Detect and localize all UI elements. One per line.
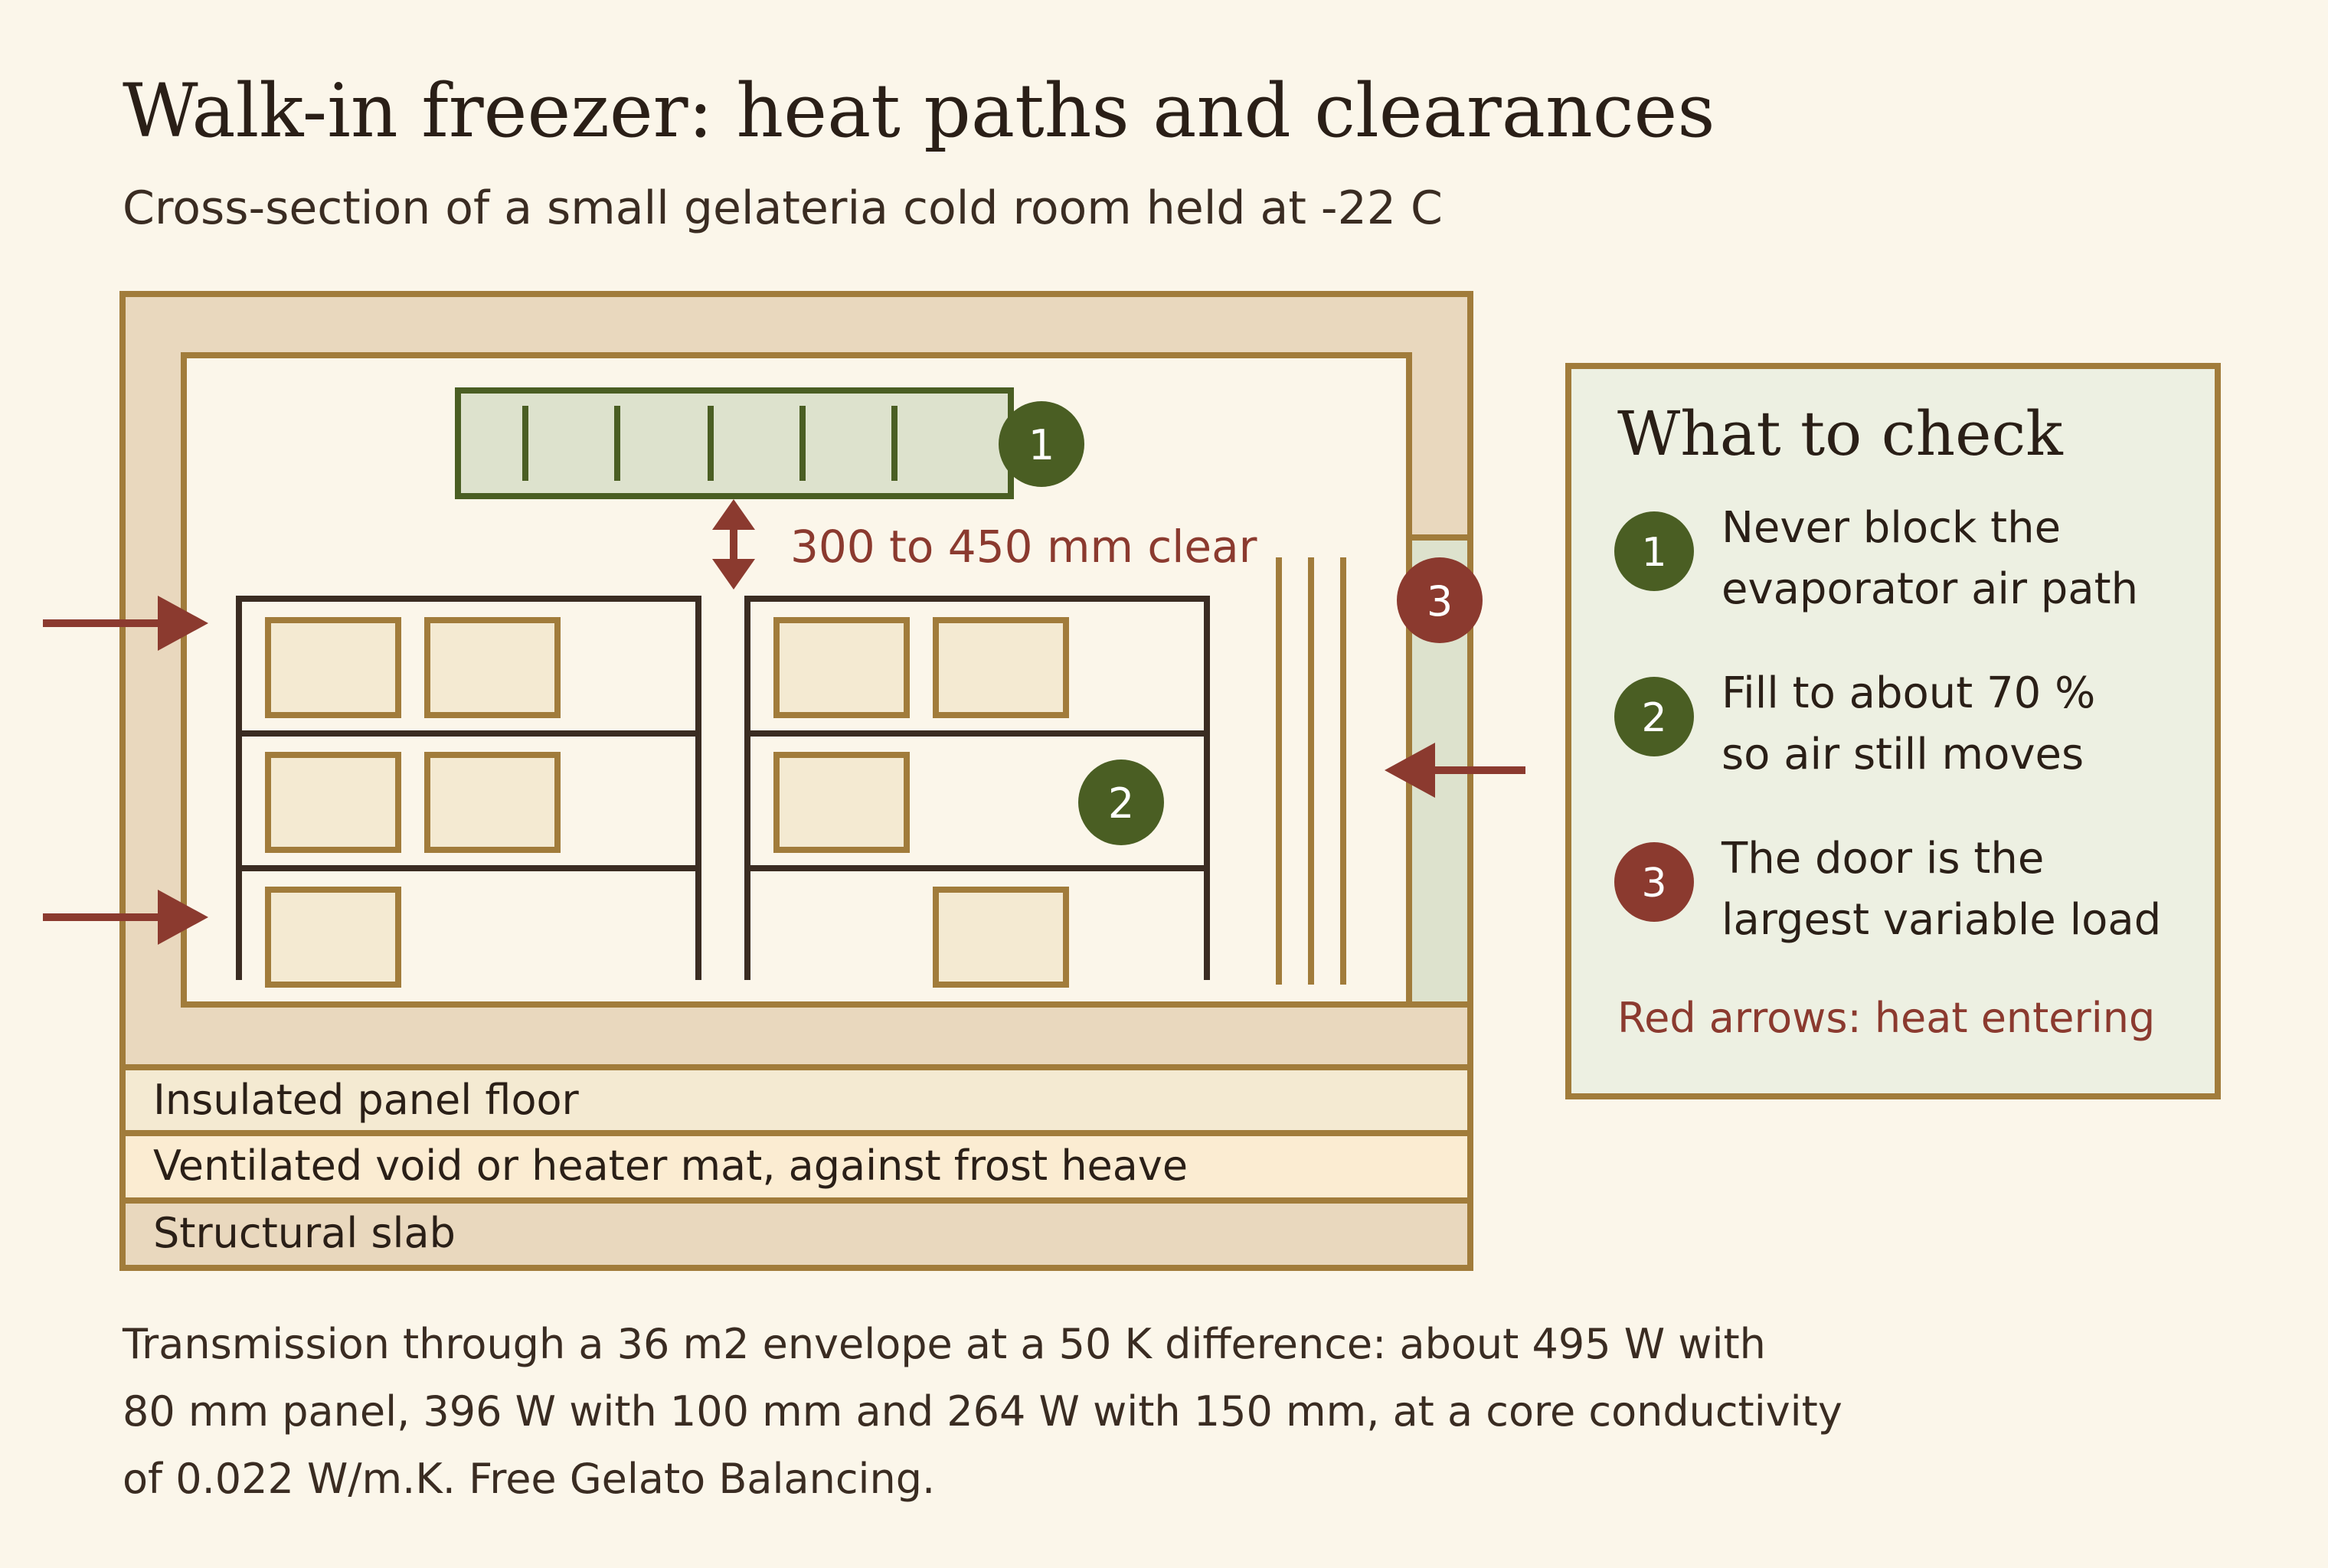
stock-box [933,887,1069,988]
legend-marker-3 [1614,842,1694,922]
clearance-label: 300 to 450 mm clear [790,521,1257,573]
marker-1-badge [999,401,1084,487]
legend-panel [1565,363,2221,1099]
shelving-unit-left [236,596,701,980]
marker-3-number: 3 [1427,577,1453,626]
stock-boxes-left [265,617,561,988]
evaporator-unit [455,387,1014,499]
marker-2-badge [1078,760,1164,845]
legend-marker-2-number: 2 [1641,695,1666,741]
stock-box [424,617,561,718]
marker-1-number: 1 [1028,421,1054,469]
floor-layer-label: Insulated panel floor [153,1076,580,1124]
legend-item-text: largest variable load [1721,895,2161,945]
page-title: Walk-in freezer: heat paths and clearanc… [123,68,1715,154]
legend-item-text: The door is the [1721,834,2044,884]
floor-layer-structural-slab [119,1197,1473,1271]
legend-item-text: evaporator air path [1721,564,2138,614]
legend-marker-3-number: 3 [1641,861,1666,906]
legend-marker-1-number: 1 [1641,530,1666,576]
page-subtitle: Cross-section of a small gelateria cold … [123,181,1443,235]
shelving-unit-right [744,596,1210,980]
door-strip-curtain [1276,557,1346,985]
floor-layer-insulated-panel [119,1064,1473,1136]
legend-marker-1 [1614,511,1694,591]
stock-boxes-right [773,617,1069,988]
marker-2-number: 2 [1108,779,1134,828]
footnote-line: of 0.022 W/m.K. Free Gelato Balancing. [123,1455,936,1503]
footnote-line: 80 mm panel, 396 W with 100 mm and 264 W… [123,1387,1842,1436]
floor-layer-label: Structural slab [153,1209,456,1257]
heat-arrow-left-upper [43,596,208,651]
heat-arrow-door [1385,743,1525,798]
legend-title: What to check [1617,398,2064,469]
stock-box [773,617,910,718]
legend-arrow-note: Red arrows: heat entering [1617,994,2155,1042]
clearance-arrow [712,499,755,590]
stock-box [773,752,910,853]
stock-box [933,617,1069,718]
stock-box [265,752,401,853]
evaporator-fins [522,406,898,481]
marker-3-badge [1397,557,1483,643]
legend-marker-2 [1614,677,1694,756]
floor-layer-label: Ventilated void or heater mat, against f… [153,1142,1188,1190]
stock-box [265,887,401,988]
legend-item-text: Fill to about 70 % [1721,668,2095,718]
stock-box [265,617,401,718]
stock-box [424,752,561,853]
legend-item-text: Never block the [1721,503,2061,553]
heat-arrow-left-lower [43,890,208,945]
footnote-line: Transmission through a 36 m2 envelope at… [123,1320,1766,1368]
floor-layer-ventilated-void [119,1130,1473,1204]
legend-item-text: so air still moves [1721,730,2084,779]
